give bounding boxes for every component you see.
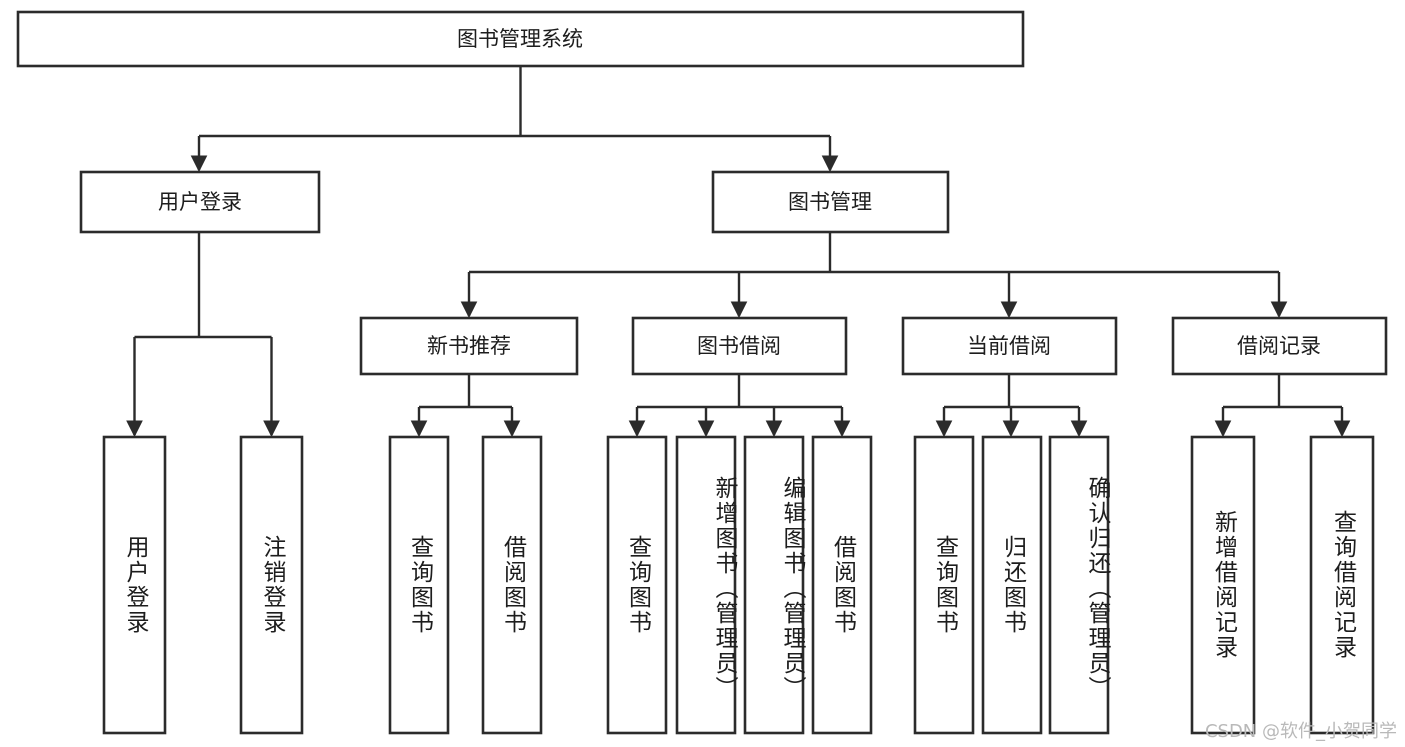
node-user-login[interactable]: 用户登录 bbox=[79, 170, 321, 234]
edge-group-book-management bbox=[460, 232, 1288, 319]
edge-group-user-login bbox=[126, 232, 280, 438]
node-book-borrow[interactable]: 图书借阅 bbox=[631, 316, 848, 376]
node-book-borrow-box[interactable] bbox=[631, 316, 848, 376]
leaf-box-borrow-book-2[interactable] bbox=[811, 435, 873, 735]
node-current-borrow[interactable]: 当前借阅 bbox=[901, 316, 1118, 376]
leaf-box-user-login[interactable] bbox=[102, 435, 167, 735]
leaf-box-borrow-book-1[interactable] bbox=[481, 435, 543, 735]
csdn-watermark: CSDN @软件_小贺同学 bbox=[1204, 721, 1397, 742]
leaf-box-edit-book[interactable] bbox=[743, 435, 805, 735]
leaf-box-add-record[interactable] bbox=[1190, 435, 1256, 735]
edge-group-book-borrow bbox=[628, 374, 851, 438]
node-book-borrow-label: 图书借阅 bbox=[697, 334, 781, 358]
node-book-management[interactable]: 图书管理 bbox=[711, 170, 950, 234]
node-book-management-label: 图书管理 bbox=[788, 190, 872, 214]
leaf-box-query-book-1[interactable] bbox=[388, 435, 450, 735]
leaf-box-add-book[interactable] bbox=[675, 435, 737, 735]
leaf-box-query-record[interactable] bbox=[1309, 435, 1375, 735]
leaf-box-logout[interactable] bbox=[239, 435, 304, 735]
node-current-borrow-box[interactable] bbox=[901, 316, 1118, 376]
node-borrow-record-label: 借阅记录 bbox=[1237, 334, 1321, 358]
node-new-book-recommend-label: 新书推荐 bbox=[427, 334, 511, 358]
edge-group-borrow-record bbox=[1214, 374, 1351, 438]
leaf-boxes bbox=[102, 435, 1375, 735]
node-root-label: 图书管理系统 bbox=[457, 27, 583, 51]
node-user-login-box[interactable] bbox=[79, 170, 321, 234]
node-borrow-record-box[interactable] bbox=[1171, 316, 1388, 376]
edge-group-new-book-recommend bbox=[410, 374, 521, 438]
node-user-login-label: 用户登录 bbox=[158, 190, 242, 214]
edge-group-root bbox=[190, 66, 839, 173]
node-root[interactable]: 图书管理系统 bbox=[16, 10, 1025, 68]
node-new-book-recommend[interactable]: 新书推荐 bbox=[359, 316, 579, 376]
leaf-box-query-book-3[interactable] bbox=[913, 435, 975, 735]
edge-group-current-borrow bbox=[935, 374, 1088, 438]
leaf-box-confirm-return[interactable] bbox=[1048, 435, 1110, 735]
node-new-book-recommend-box[interactable] bbox=[359, 316, 579, 376]
node-book-management-box[interactable] bbox=[711, 170, 950, 234]
node-borrow-record[interactable]: 借阅记录 bbox=[1171, 316, 1388, 376]
node-root-box[interactable] bbox=[16, 10, 1025, 68]
node-current-borrow-label: 当前借阅 bbox=[967, 334, 1051, 358]
leaf-box-query-book-2[interactable] bbox=[606, 435, 668, 735]
leaf-box-return-book[interactable] bbox=[981, 435, 1043, 735]
